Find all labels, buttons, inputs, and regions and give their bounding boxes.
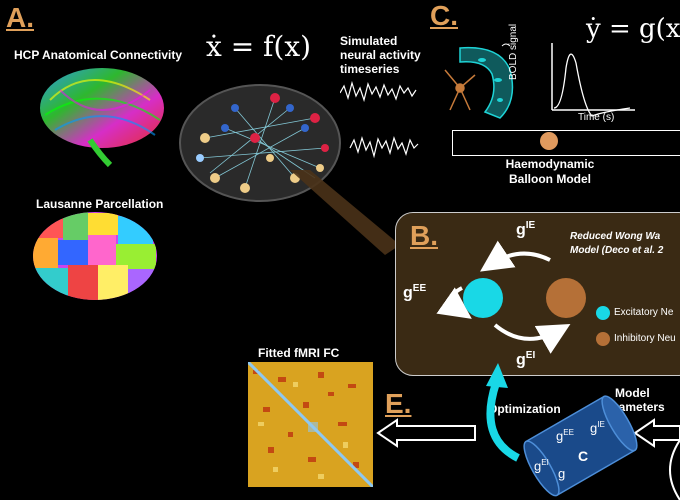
parcellation-brain-image [33,212,157,300]
sim-line3: timeseries [340,62,400,76]
g-ee-sup: EE [412,283,427,294]
arrow-ie [480,240,551,272]
tractography-brain-image [40,68,164,168]
balloon-model-bar [452,130,680,156]
excitatory-node [463,278,503,318]
neurovascular-image [444,43,514,119]
model-params-line1: Model [615,386,650,400]
g-ee-base: g [403,284,413,302]
optimization-arrow [486,363,520,462]
g-ei-base: g [516,351,526,369]
simulated-activity-label: Simulated neural activity timeseries [340,34,421,76]
cyl-gee: gEE [556,428,574,443]
balloon-label: Haemodynamic Balloon Model [500,157,600,187]
g-ie-label: gIE [516,220,535,239]
coupling-diagram [436,240,610,354]
input-arrow [633,418,680,448]
bold-x-axis-label: Time (s) [578,112,615,123]
g-ee-label: gEE [403,283,426,302]
hcp-label: HCP Anatomical Connectivity [14,48,183,62]
panel-e-letter: E. [385,388,412,419]
legend-inhibitory-label: Inhibitory Neu [614,333,676,344]
model-title-line1: Reduced Wong Wa [570,231,661,242]
sim-line2: neural activity [340,48,421,62]
g-ie-sup: IE [525,220,536,231]
cyl-gee-sup: EE [563,428,574,437]
legend-excitatory-label: Excitatory Ne [614,307,674,318]
inhibitory-node [546,278,586,318]
cyl-g: g [558,466,566,481]
parameter-cylinder [523,395,638,497]
cyl-gee-base: g [556,428,564,444]
g-ei-label: gEI [516,350,535,369]
g-ei-sup: EI [525,350,536,361]
sim-line1: Simulated [340,34,398,48]
panel-a-equation: ẋ = f(x) [206,30,312,63]
cyl-c: C [578,448,589,464]
legend-excitatory-dot [596,306,610,320]
cyl-gei-sup: EI [541,458,549,467]
cyl-gie: gIE [590,420,605,435]
cyl-gei-base: g [534,458,542,474]
lausanne-label: Lausanne Parcellation [36,197,164,211]
g-ie-base: g [516,221,526,239]
optimization-label: Optimization [488,402,561,416]
panel-c-equation: ẏ = g(x [586,14,680,44]
model-title: Reduced Wong Wa Model (Deco et al. 2 [570,230,663,258]
panel-b-letter: B. [410,220,438,251]
balloon-line2: Balloon Model [509,172,591,186]
fitted-fc-label: Fitted fMRI FC [258,346,340,360]
zoom-connector [290,170,400,255]
bold-curve [553,53,631,117]
bold-y-axis-label: BOLD signal [508,23,519,80]
cyl-gie-base: g [590,420,598,436]
arrow-ee [436,286,472,319]
panel-c-letter: C. [430,0,458,31]
cyl-gie-sup: IE [597,420,605,429]
panel-a-letter: A. [6,2,34,33]
balloon-marker [540,132,558,150]
cyl-gei: gEI [534,458,549,473]
fc-matrix-image [248,362,373,487]
legend-inhibitory-dot [596,332,610,346]
balloon-line1: Haemodynamic [505,157,595,171]
bold-signal-plot [551,43,635,117]
timeseries-traces [340,80,419,159]
model-title-line2: Model (Deco et al. 2 [570,245,664,256]
arrow-ei [493,323,571,354]
output-arrow [376,418,476,448]
partial-edge-shape [669,440,680,500]
